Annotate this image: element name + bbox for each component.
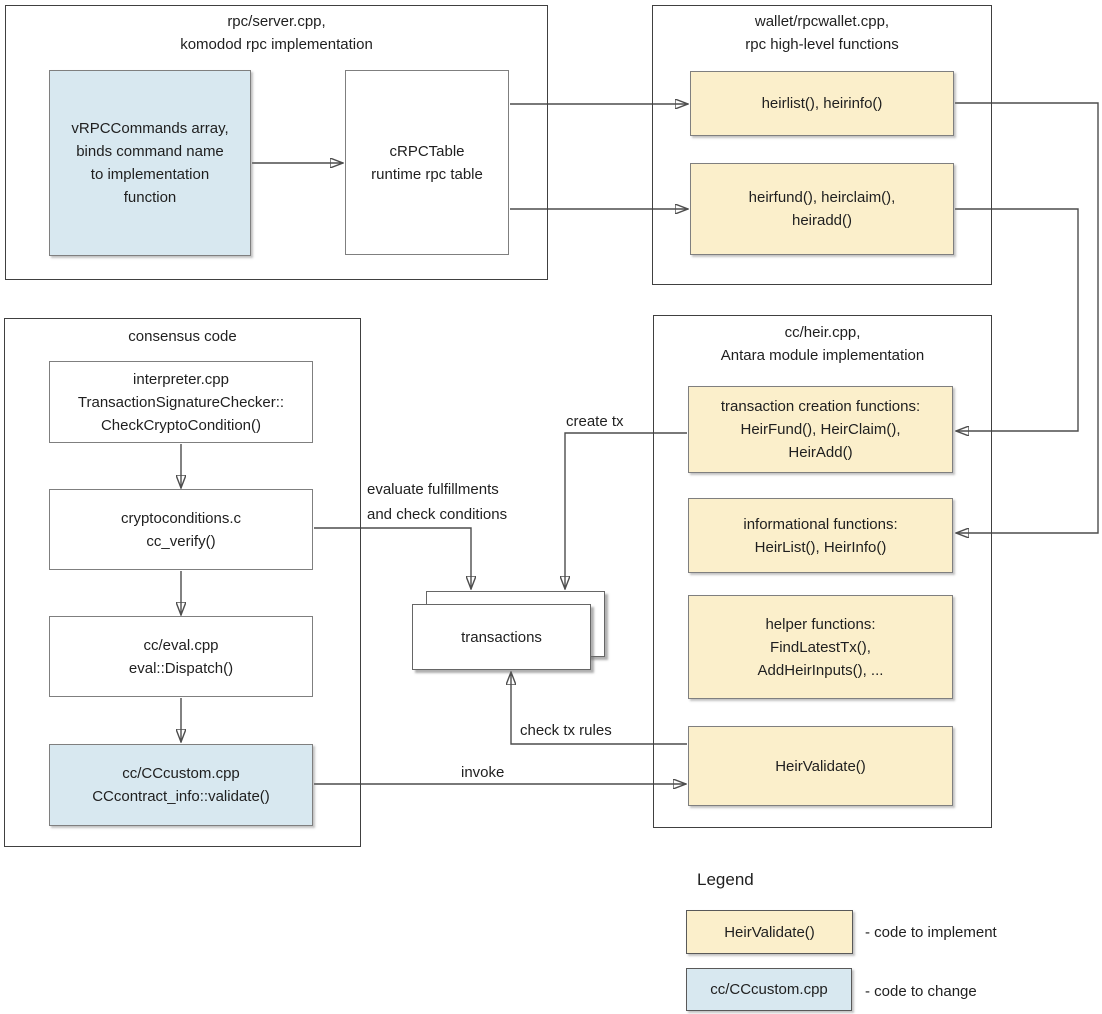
node-heirvalidate: HeirValidate() [688, 726, 953, 806]
group-consensus-title: consensus code [128, 328, 237, 345]
edge-label-create-tx: create tx [566, 413, 624, 430]
node-vrpccommands: vRPCCommands array, binds command name t… [49, 70, 251, 256]
group-wallet-title: wallet/rpcwallet.cpp, rpc high-level fun… [745, 13, 899, 53]
node-heirlist-rpc: heirlist(), heirinfo() [690, 71, 954, 136]
group-heir-title: cc/heir.cpp, Antara module implementatio… [720, 324, 925, 364]
node-heirfund-rpc: heirfund(), heirclaim(), heiradd() [690, 163, 954, 255]
edge-label-invoke: invoke [461, 764, 505, 781]
group-wallet [652, 5, 992, 285]
edge-evaluate-fulfillments [314, 527, 471, 589]
edge-check-tx-rules [511, 672, 687, 745]
legend-desc-implement: - code to implement [865, 924, 997, 941]
group-heir [653, 315, 992, 828]
legend-title: Legend [697, 870, 754, 889]
edge-label-evaluate: evaluate fulfillments and check conditio… [367, 481, 508, 523]
node-crpctable: cRPCTable runtime rpc table [345, 70, 509, 255]
node-helpers: helper functions: FindLatestTx(), AddHei… [688, 595, 953, 699]
node-txcreation: transaction creation functions: HeirFund… [688, 386, 953, 473]
legend-desc-change: - code to change [865, 983, 977, 1000]
node-cceval: cc/eval.cpp eval::Dispatch() [49, 616, 313, 697]
node-interpreter: interpreter.cpp TransactionSignatureChec… [49, 361, 313, 443]
group-consensus [4, 318, 361, 847]
legend-sample-implement: HeirValidate() [686, 910, 853, 954]
group-rpc-server-title: rpc/server.cpp, komodod rpc implementati… [180, 13, 373, 53]
legend-sample-change: cc/CCcustom.cpp [686, 968, 852, 1011]
node-cryptoconditions: cryptoconditions.c cc_verify() [49, 489, 313, 570]
edge-label-check-tx-rules: check tx rules [520, 722, 612, 739]
node-cccustom: cc/CCcustom.cpp CCcontract_info::validat… [49, 744, 313, 826]
edge-heirlist-to-informational [955, 102, 1099, 533]
edge-heirfund-to-txcreation [955, 208, 1079, 431]
edge-create-tx [565, 432, 687, 589]
node-transactions: transactions [412, 604, 591, 670]
group-rpc-server [5, 5, 548, 280]
node-informational: informational functions: HeirList(), Hei… [688, 498, 953, 573]
